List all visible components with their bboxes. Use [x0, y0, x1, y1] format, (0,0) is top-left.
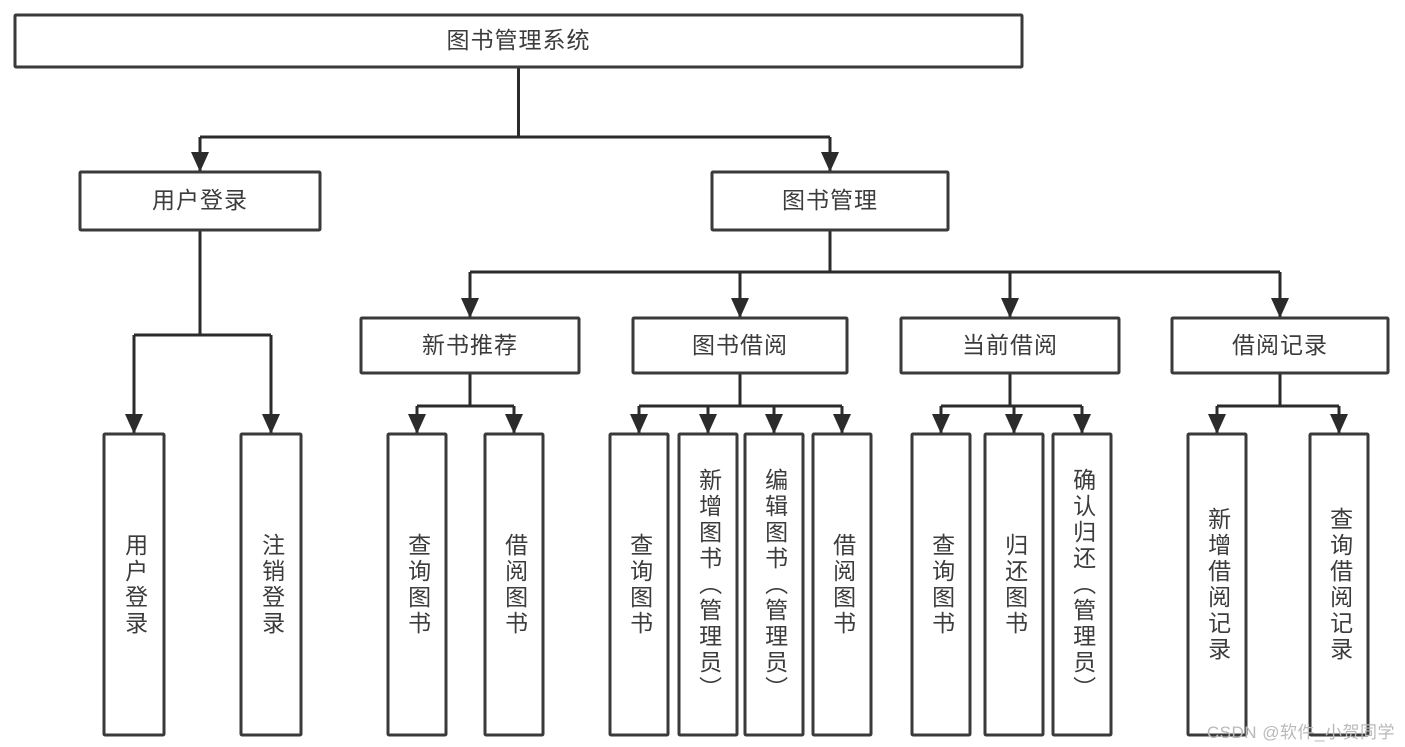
node-box-leaf-user-login[interactable]: [102, 432, 166, 737]
arrow-head-icon: [731, 298, 749, 318]
node-box-leaf-return-book[interactable]: [983, 432, 1045, 737]
node-box-book-manage[interactable]: [710, 170, 950, 232]
node-box-leaf-logout[interactable]: [239, 432, 303, 737]
node-box-borrow-record[interactable]: [1170, 316, 1390, 375]
arrow-head-icon: [1073, 414, 1091, 434]
node-box-user-login[interactable]: [78, 170, 322, 232]
node-box-leaf-borrow-book-2[interactable]: [811, 432, 873, 737]
arrow-head-icon: [630, 414, 648, 434]
node-box-leaf-query-record[interactable]: [1308, 432, 1370, 737]
arrow-head-icon: [1005, 414, 1023, 434]
arrow-head-icon: [191, 152, 209, 172]
node-box-leaf-query-book-3[interactable]: [910, 432, 972, 737]
node-box-root[interactable]: [13, 13, 1024, 69]
node-box-book-borrow[interactable]: [631, 316, 849, 375]
arrow-head-icon: [1271, 298, 1289, 318]
arrow-head-icon: [932, 414, 950, 434]
arrow-head-icon: [1330, 414, 1348, 434]
arrow-head-icon: [505, 414, 523, 434]
node-box-leaf-borrow-book-1[interactable]: [483, 432, 545, 737]
node-box-leaf-query-book-2[interactable]: [608, 432, 670, 737]
node-box-leaf-confirm-return[interactable]: [1051, 432, 1113, 737]
arrow-head-icon: [408, 414, 426, 434]
arrow-head-icon: [125, 414, 143, 434]
arrow-head-icon: [262, 414, 280, 434]
arrow-head-icon: [699, 414, 717, 434]
arrow-head-icon: [765, 414, 783, 434]
node-box-new-book-rec[interactable]: [359, 316, 581, 375]
node-box-leaf-edit-book[interactable]: [743, 432, 805, 737]
arrow-head-icon: [821, 152, 839, 172]
arrow-head-icon: [1208, 414, 1226, 434]
arrow-head-icon: [461, 298, 479, 318]
node-box-current-borrow[interactable]: [899, 316, 1121, 375]
boxes-layer: [13, 13, 1390, 737]
arrow-head-icon: [833, 414, 851, 434]
node-box-leaf-add-book[interactable]: [677, 432, 739, 737]
connectors-layer: [125, 67, 1348, 434]
node-box-leaf-add-record[interactable]: [1186, 432, 1248, 737]
watermark-text: CSDN @软件_小贺同学: [1206, 723, 1395, 742]
arrow-head-icon: [1001, 298, 1019, 318]
node-box-leaf-query-book-1[interactable]: [386, 432, 448, 737]
